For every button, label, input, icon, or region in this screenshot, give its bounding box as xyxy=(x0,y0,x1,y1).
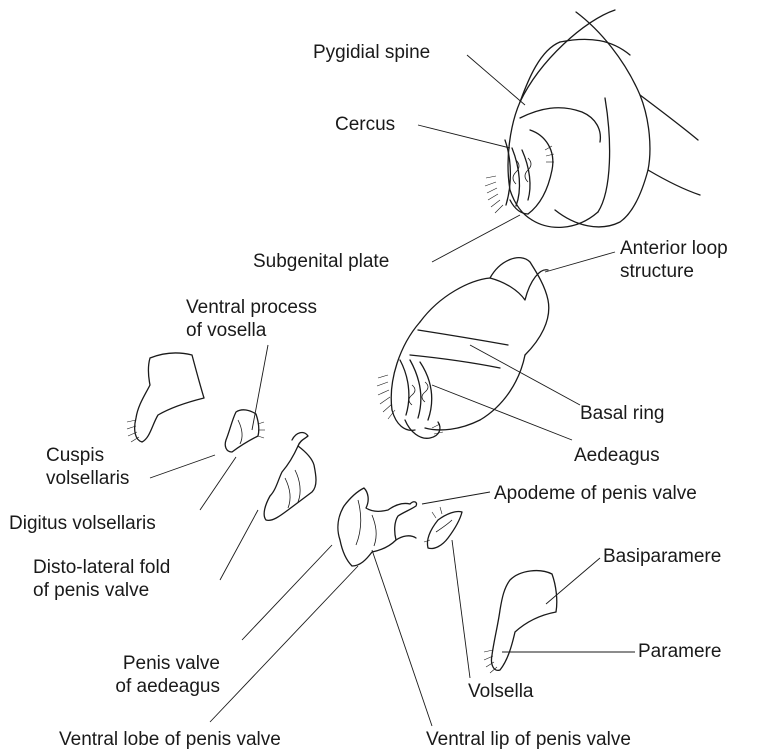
label-volsella: Volsella xyxy=(468,680,534,703)
label-pygidial-spine: Pygidial spine xyxy=(313,41,430,64)
basiparamere-drawing-right xyxy=(484,571,557,673)
label-ventral-lip-of-penis-valve: Ventral lip of penis valve xyxy=(426,728,631,751)
label-basiparamere: Basiparamere xyxy=(603,545,721,568)
label-apodeme-of-penis-valve: Apodeme of penis valve xyxy=(494,482,697,505)
volsella-drawing-left xyxy=(225,410,265,452)
label-subgenital-plate: Subgenital plate xyxy=(253,250,389,273)
label-basal-ring: Basal ring xyxy=(580,402,665,425)
abdomen-tip-drawing xyxy=(485,10,700,227)
basiparamere-drawing-left xyxy=(127,353,204,442)
genital-capsule-drawing xyxy=(377,258,549,439)
label-cercus: Cercus xyxy=(335,113,395,136)
volsella-drawing-right xyxy=(424,507,462,549)
label-aedeagus: Aedeagus xyxy=(574,444,660,467)
label-digitus-volsellaris: Digitus volsellaris xyxy=(9,512,156,535)
label-ventral-lobe-of-penis-valve: Ventral lobe of penis valve xyxy=(59,728,281,751)
label-paramere: Paramere xyxy=(638,640,721,663)
leader-lines xyxy=(150,55,635,726)
penis-valve-lateral-drawing xyxy=(264,433,316,521)
penis-valve-central-drawing xyxy=(338,488,417,566)
